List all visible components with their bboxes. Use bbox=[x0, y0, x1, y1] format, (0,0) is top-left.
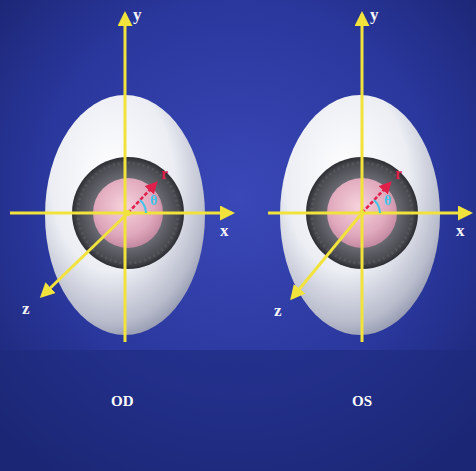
axis-label: x bbox=[220, 222, 229, 239]
axis-label: z bbox=[274, 302, 282, 319]
axis-label: y bbox=[133, 6, 142, 23]
angle-label: θ bbox=[384, 194, 391, 208]
radius-label: r bbox=[161, 166, 168, 182]
axis-label: x bbox=[456, 222, 465, 239]
radius-label: r bbox=[395, 166, 402, 182]
eye-label: OD bbox=[111, 394, 134, 409]
eye-label: OS bbox=[352, 394, 372, 409]
axis-label: z bbox=[22, 300, 30, 317]
angle-label: θ bbox=[150, 194, 157, 208]
axis-label: y bbox=[370, 6, 379, 23]
